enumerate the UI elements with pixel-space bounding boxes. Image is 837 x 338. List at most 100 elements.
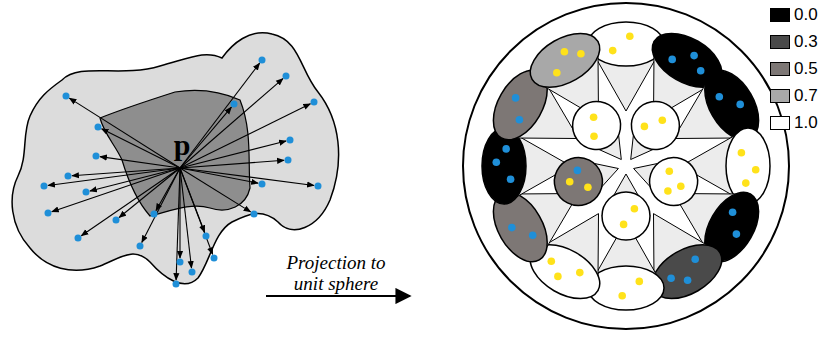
- surface-point: [95, 124, 102, 131]
- legend-swatch: [770, 62, 790, 76]
- ray: [142, 168, 180, 242]
- projected-point: [631, 205, 639, 213]
- legend-label: 0.3: [794, 32, 818, 52]
- projected-point: [590, 114, 598, 122]
- unit-sphere: [463, 3, 789, 329]
- projected-point: [626, 33, 634, 41]
- projected-point: [507, 176, 515, 184]
- projected-point: [576, 269, 584, 277]
- bin-disc: [602, 192, 650, 240]
- ray: [100, 157, 180, 168]
- projected-point: [529, 231, 537, 239]
- ray: [156, 168, 180, 211]
- bin-disc: [622, 92, 689, 159]
- projected-point: [742, 179, 750, 187]
- surface-point: [311, 99, 318, 106]
- surface-point: [65, 173, 72, 180]
- point-label: p: [174, 128, 191, 162]
- surface-point: [189, 269, 196, 276]
- projected-point: [641, 123, 649, 131]
- surface-point: [113, 217, 120, 224]
- surface-point: [259, 57, 266, 64]
- ray: [69, 98, 180, 168]
- surface-point: [63, 93, 70, 100]
- bin-disc: [521, 22, 609, 98]
- bin-disc: [563, 92, 630, 159]
- projected-point: [636, 278, 644, 286]
- surface-point: [285, 157, 292, 164]
- legend-swatch: [770, 8, 790, 22]
- surface-point: [75, 235, 82, 242]
- legend-swatch: [770, 116, 790, 130]
- surface-point: [93, 153, 100, 160]
- projected-point: [584, 183, 592, 191]
- ray: [180, 168, 258, 183]
- ray: [180, 168, 205, 232]
- projected-point: [590, 133, 598, 141]
- projected-point: [561, 48, 569, 56]
- projected-point: [697, 67, 705, 75]
- surface-point: [259, 181, 266, 188]
- projected-point: [752, 166, 760, 174]
- projected-point: [729, 208, 737, 216]
- ray: [119, 168, 180, 218]
- surface-point: [177, 259, 184, 266]
- projected-point: [677, 183, 685, 191]
- bin-disc: [548, 151, 608, 211]
- arrow-caption: Projection to unit sphere: [276, 252, 396, 294]
- projected-point: [566, 178, 574, 186]
- ray: [180, 104, 310, 168]
- projected-point: [516, 116, 524, 124]
- projected-point: [666, 167, 674, 175]
- ray: [180, 79, 283, 168]
- projected-point: [733, 230, 741, 238]
- surface-point: [41, 183, 48, 190]
- ray: [48, 168, 180, 186]
- projected-point: [618, 292, 626, 300]
- projection-arrow: [266, 295, 410, 297]
- projected-point: [664, 187, 672, 195]
- surface-point: [283, 73, 290, 80]
- surface-point: [211, 255, 218, 262]
- surface-point: [137, 243, 144, 250]
- projected-point: [691, 255, 699, 263]
- surface-point: [231, 101, 238, 108]
- projected-point: [620, 221, 628, 229]
- surface-point: [45, 210, 52, 217]
- ray: [180, 168, 213, 254]
- legend-label: 0.0: [794, 5, 818, 25]
- ray: [180, 168, 314, 186]
- projected-point: [690, 52, 698, 60]
- projected-point: [548, 257, 556, 265]
- legend-swatch: [770, 35, 790, 49]
- legend-label: 0.7: [794, 86, 818, 106]
- projected-point: [574, 167, 582, 175]
- surface-point: [287, 137, 294, 144]
- legend-label: 1.0: [794, 113, 818, 133]
- surface-point: [251, 211, 258, 218]
- projected-point: [512, 94, 520, 102]
- projected-point: [554, 273, 562, 281]
- ray: [81, 168, 180, 236]
- projected-point: [493, 158, 501, 166]
- surface-point: [173, 281, 180, 288]
- projected-point: [508, 224, 516, 232]
- patch-region: [100, 90, 250, 216]
- projected-point: [716, 93, 724, 101]
- projected-point: [502, 145, 510, 153]
- projected-point: [736, 101, 744, 109]
- legend-label: 0.5: [794, 59, 818, 79]
- projected-point: [684, 276, 692, 284]
- legend-swatch: [770, 89, 790, 103]
- surface-point: [315, 183, 322, 190]
- cone-bins: [482, 22, 770, 310]
- surface-point: [83, 189, 90, 196]
- projected-point: [667, 275, 675, 283]
- ray: [180, 63, 260, 168]
- projected-point: [577, 50, 585, 58]
- projected-point: [609, 47, 617, 55]
- bin-disc: [643, 151, 703, 211]
- projected-point: [553, 69, 561, 77]
- surface-blob: [12, 33, 338, 284]
